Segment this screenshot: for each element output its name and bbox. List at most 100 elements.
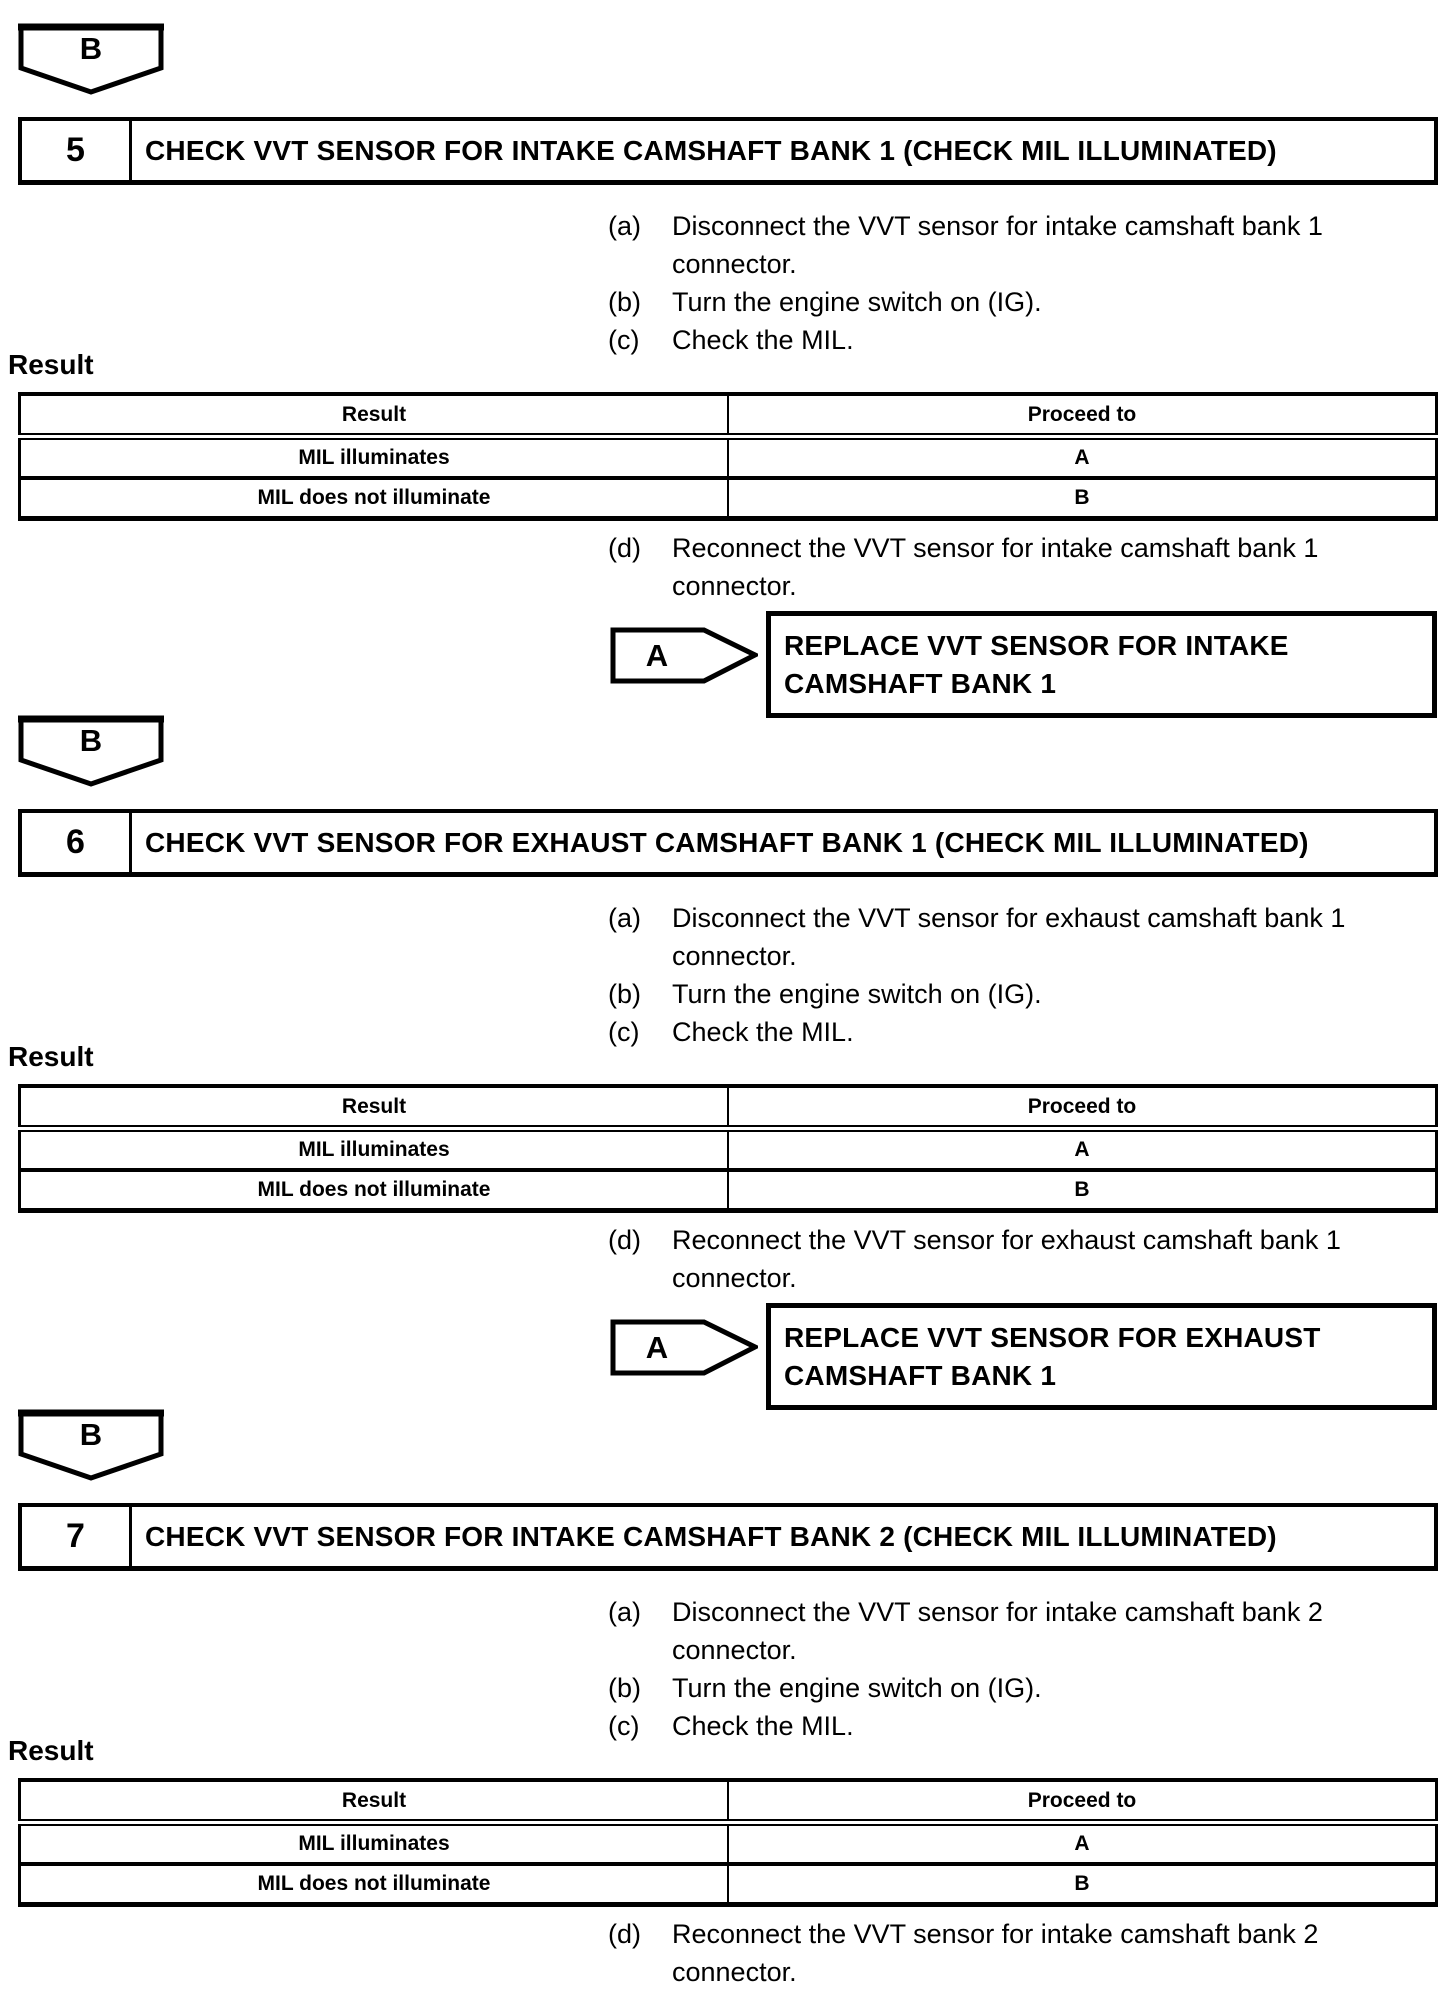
result-heading: Result [8,1735,94,1766]
substep-label: (a) [608,1597,641,1627]
substep-d: (d) Reconnect the VVT sensor for exhaust… [608,1221,1424,1297]
substep-b: (b) Turn the engine switch on (IG). [608,283,1424,321]
outcome: A REPLACE VVT SENSOR FOR INTAKE CAMSHAFT… [610,611,1437,718]
result-table: Result Proceed to MIL illuminates A MIL … [18,392,1438,521]
table-row: MIL illuminates A [20,436,1437,478]
step-number: 7 [22,1507,132,1566]
substep-label: (c) [608,1017,640,1047]
step-title: CHECK VVT SENSOR FOR INTAKE CAMSHAFT BAN… [145,1520,1277,1552]
result-table: Result Proceed to MIL illuminates A MIL … [18,1084,1438,1213]
substep-text: Turn the engine switch on (IG). [672,287,1042,317]
substep-a: (a) Disconnect the VVT sensor for exhaus… [608,899,1424,975]
step-number: 5 [22,121,132,180]
table-row: MIL does not illuminate B [19,1862,1437,1905]
substep-label: (b) [608,287,641,317]
pentagon-down-icon [18,23,164,95]
pentagon-down-icon [18,715,164,787]
substep-text: Reconnect the VVT sensor for intake cams… [672,1919,1319,1987]
step-title: CHECK VVT SENSOR FOR INTAKE CAMSHAFT BAN… [145,134,1277,166]
substep-c: (c) Check the MIL. [608,1013,1424,1051]
proceed-a-badge: A [610,627,758,685]
outcome-action: REPLACE VVT SENSOR FOR EXHAUST CAMSHAFT … [784,1322,1321,1391]
step-title: CHECK VVT SENSOR FOR EXHAUST CAMSHAFT BA… [145,826,1309,858]
step-number: 6 [22,813,132,872]
table-row: MIL illuminates A [20,1822,1437,1864]
result-heading: Result [8,1041,94,1072]
step-header: 7 CHECK VVT SENSOR FOR INTAKE CAMSHAFT B… [18,1503,1438,1571]
proceed-label: A [645,1330,669,1365]
proceed-cell: A [727,1128,1437,1170]
proceed-cell: B [727,1168,1437,1211]
substep-label: (d) [608,533,641,563]
step-header: 5 CHECK VVT SENSOR FOR INTAKE CAMSHAFT B… [18,117,1438,185]
substep-text: Turn the engine switch on (IG). [672,1673,1042,1703]
substep-label: (c) [608,1711,640,1741]
outcome: A REPLACE VVT SENSOR FOR EXHAUST CAMSHAF… [610,1303,1437,1410]
result-column-header: Result [341,1788,407,1812]
table-row: MIL does not illuminate B [19,1168,1437,1211]
substep-text: Check the MIL. [672,325,854,355]
proceed-label: A [645,638,669,673]
step-6-section: B 6 CHECK VVT SENSOR FOR EXHAUST CAMSHAF… [0,715,1456,1410]
step-header: 6 CHECK VVT SENSOR FOR EXHAUST CAMSHAFT … [18,809,1438,877]
substep-label: (d) [608,1919,641,1949]
substep-c: (c) Check the MIL. [608,321,1424,359]
substep-label: (c) [608,325,640,355]
substep-text: Disconnect the VVT sensor for intake cam… [672,1597,1323,1665]
substep-text: Check the MIL. [672,1017,854,1047]
substep-a: (a) Disconnect the VVT sensor for intake… [608,207,1424,283]
substep-text: Disconnect the VVT sensor for exhaust ca… [672,903,1346,971]
outcome-action: REPLACE VVT SENSOR FOR INTAKE CAMSHAFT B… [784,630,1289,699]
substep-d: (d) Reconnect the VVT sensor for intake … [608,529,1424,605]
substep-text: Reconnect the VVT sensor for exhaust cam… [672,1225,1341,1293]
substep-text: Turn the engine switch on (IG). [672,979,1042,1009]
proceed-cell: A [727,436,1437,478]
proceed-cell: B [727,476,1437,519]
substep-c: (c) Check the MIL. [608,1707,1424,1745]
connector-b-badge: B [18,1409,164,1481]
outcome-box: REPLACE VVT SENSOR FOR INTAKE CAMSHAFT B… [766,611,1437,718]
table-header-row: Result Proceed to [19,1780,1437,1823]
connector-b-badge: B [18,715,164,787]
table-header-row: Result Proceed to [19,1086,1437,1129]
proceed-cell: B [727,1862,1437,1905]
substep-label: (d) [608,1225,641,1255]
connector-b-badge: B [18,23,164,95]
substep-a: (a) Disconnect the VVT sensor for intake… [608,1593,1424,1669]
connector-label: B [79,723,103,758]
proceed-to-column-header: Proceed to [727,1780,1437,1823]
step-5-section: B 5 CHECK VVT SENSOR FOR INTAKE CAMSHAFT… [0,23,1456,718]
pentagon-right-icon [610,1319,758,1376]
result-cell: MIL does not illuminate [19,476,728,519]
substep-d: (d) Reconnect the VVT sensor for intake … [608,1915,1424,1991]
result-cell: MIL does not illuminate [19,1168,728,1211]
result-heading: Result [8,349,94,380]
substep-list: (a) Disconnect the VVT sensor for intake… [608,1593,1424,1745]
table-row: MIL illuminates A [20,1128,1437,1170]
connector-label: B [79,31,103,66]
substep-list: (a) Disconnect the VVT sensor for exhaus… [608,899,1424,1051]
proceed-to-column-header: Proceed to [727,394,1437,437]
proceed-a-badge: A [610,1319,758,1377]
result-cell: MIL illuminates [298,1832,450,1855]
proceed-to-column-header: Proceed to [727,1086,1437,1129]
substep-list: (a) Disconnect the VVT sensor for intake… [608,207,1424,359]
result-cell: MIL illuminates [298,446,450,469]
substep-text: Reconnect the VVT sensor for intake cams… [672,533,1319,601]
outcome-box: REPLACE VVT SENSOR FOR EXHAUST CAMSHAFT … [766,1303,1437,1410]
substep-label: (b) [608,1673,641,1703]
proceed-cell: A [727,1822,1437,1864]
substep-b: (b) Turn the engine switch on (IG). [608,975,1424,1013]
substep-label: (a) [608,903,641,933]
result-column-header: Result [341,402,407,426]
substep-label: (b) [608,979,641,1009]
substep-b: (b) Turn the engine switch on (IG). [608,1669,1424,1707]
result-cell: MIL does not illuminate [19,1862,728,1905]
connector-label: B [79,1417,103,1452]
table-header-row: Result Proceed to [19,394,1437,437]
substep-text: Check the MIL. [672,1711,854,1741]
step-7-section: B 7 CHECK VVT SENSOR FOR INTAKE CAMSHAFT… [0,1409,1456,2008]
result-cell: MIL illuminates [298,1138,450,1161]
result-table: Result Proceed to MIL illuminates A MIL … [18,1778,1438,1907]
